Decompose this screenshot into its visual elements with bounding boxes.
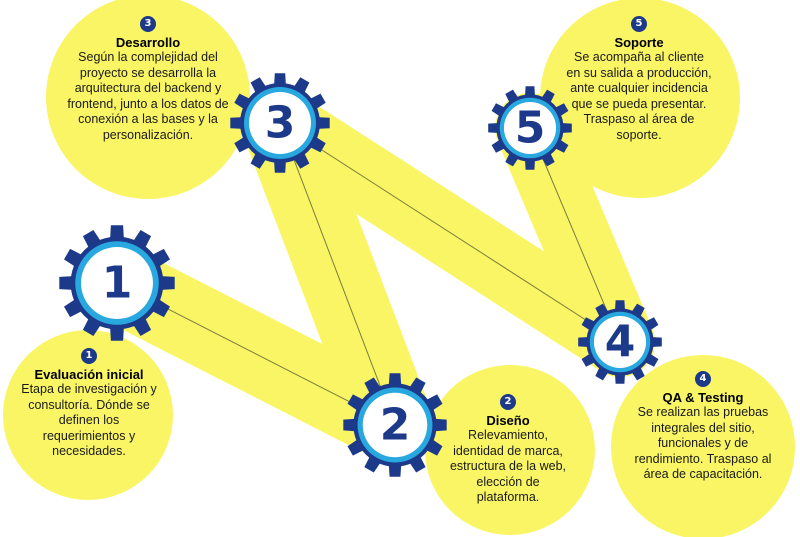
- gear-1-number: 1: [102, 258, 133, 309]
- step-3-card: 3 Desarrollo Según la complejidad del pr…: [64, 16, 232, 143]
- step-3-title: Desarrollo: [115, 35, 181, 50]
- step-2-bubble: [425, 365, 595, 535]
- step-5-title: Soporte: [614, 35, 664, 50]
- step-3-description: Según la complejidad del proyecto se des…: [67, 50, 229, 142]
- step-3-bubble: [46, 0, 250, 199]
- gear-3-icon: 3: [230, 73, 330, 173]
- step-1-description: Etapa de investigación y consultoría. Dó…: [21, 382, 157, 458]
- step-5-card: 5 Soporte Se acompaña al cliente en su s…: [566, 16, 712, 143]
- step-4-title: QA & Testing: [662, 390, 744, 405]
- gear-5-number: 5: [515, 103, 546, 154]
- gear-5-face: [503, 101, 557, 155]
- gear-4-icon: 4: [578, 300, 662, 384]
- gears-layer: 1 2 3 4 5: [59, 73, 662, 477]
- step-4-card: 4 QA & Testing Se realizan las pruebas i…: [630, 371, 776, 483]
- step-2-description: Relevamiento, identidad de marca, estruc…: [449, 428, 567, 504]
- gear-1-face: [81, 247, 153, 319]
- gear-1-icon: 1: [59, 225, 175, 341]
- gear-2-number: 2: [380, 400, 411, 451]
- gear-4-face: [593, 315, 647, 369]
- step-5-bubble: [540, 0, 740, 198]
- gear-3-face: [249, 92, 311, 154]
- step-4-description: Se realizan las pruebas integrales del s…: [634, 405, 772, 481]
- gear-2-face: [362, 392, 428, 458]
- gear-3-number: 3: [265, 98, 296, 149]
- step-1-badge: 1: [81, 348, 97, 364]
- gear-4-number: 4: [605, 317, 636, 368]
- step-5-description: Se acompaña al cliente en su salida a pr…: [566, 50, 712, 142]
- gear-5-icon: 5: [488, 86, 572, 170]
- step-2-badge: 2: [500, 394, 516, 410]
- step-4-badge: 4: [695, 371, 711, 387]
- step-2-title: Diseño: [486, 413, 530, 428]
- step-1-title: Evaluación inicial: [34, 367, 144, 382]
- step-3-badge: 3: [140, 16, 156, 32]
- step-1-bubble: [3, 330, 173, 500]
- step-2-card: 2 Diseño Relevamiento, identidad de marc…: [446, 394, 570, 506]
- step-4-bubble: [611, 355, 795, 537]
- step-1-card: 1 Evaluación inicial Etapa de investigac…: [18, 348, 160, 460]
- gear-2-icon: 2: [343, 373, 447, 477]
- step-5-badge: 5: [631, 16, 647, 32]
